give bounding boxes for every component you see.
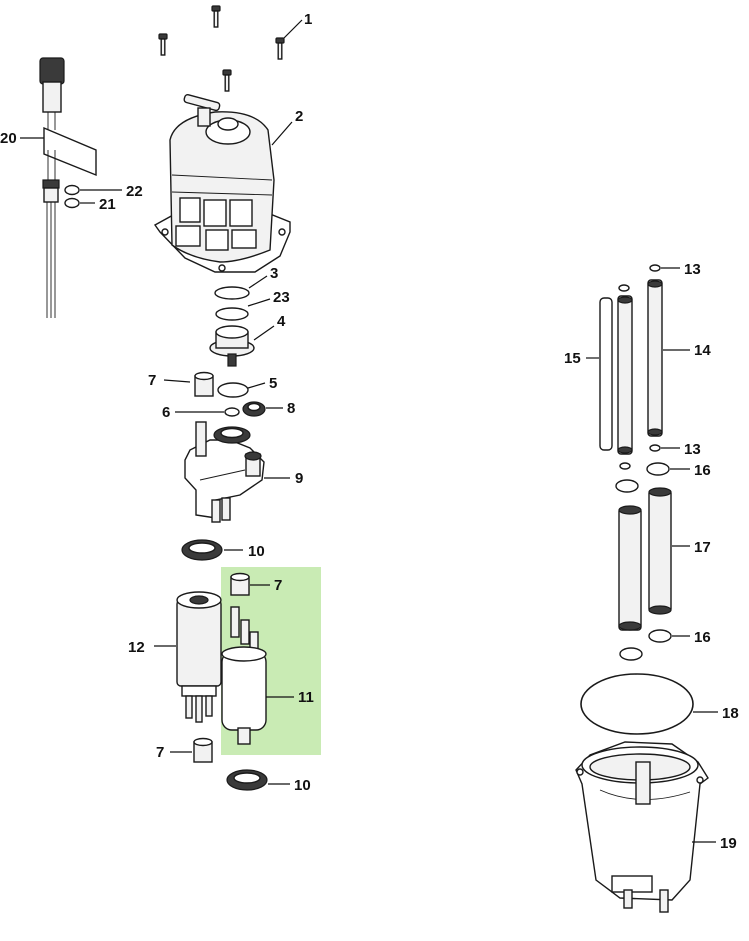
callout-13-upper: 13	[684, 261, 701, 278]
o-ring-part-22	[64, 184, 80, 196]
callout-10-upper: 10	[248, 543, 265, 560]
callout-10-lower: 10	[294, 777, 311, 794]
callout-6: 6	[162, 404, 170, 421]
o-ring-part-16-lower	[648, 629, 672, 643]
seal-part-10-lower	[226, 769, 268, 791]
callout-1: 1	[304, 11, 312, 28]
callout-11: 11	[298, 689, 314, 706]
callout-21: 21	[99, 196, 116, 213]
filter-part-17	[618, 487, 672, 631]
spacer-part-7-lower	[193, 737, 213, 763]
callout-7-upper: 7	[148, 372, 156, 389]
seal-part-10-upper	[181, 539, 223, 561]
housing-part-19	[575, 741, 709, 913]
o-ring-part-6	[224, 407, 240, 417]
callout-23: 23	[273, 289, 290, 306]
pressure-regulator-part-4	[209, 325, 255, 367]
callout-2: 2	[295, 108, 303, 125]
callout-16-upper: 16	[694, 462, 711, 479]
seal-part-8	[242, 401, 266, 417]
callout-22: 22	[126, 183, 143, 200]
callout-4: 4	[277, 313, 286, 330]
screws-part-1	[158, 5, 285, 92]
tube-part-15	[599, 297, 613, 451]
wire-harness-part-20	[39, 57, 97, 318]
o-ring-part-5	[217, 382, 249, 398]
callout-17: 17	[694, 539, 711, 556]
callout-8: 8	[287, 400, 295, 417]
spacer-part-7-middle	[230, 572, 250, 596]
o-ring-part-3	[214, 286, 250, 300]
callout-14: 14	[694, 342, 711, 359]
tube-part-14-inner	[617, 295, 633, 455]
callout-20: 20	[0, 130, 17, 147]
o-ring-part-13-small-a	[618, 284, 630, 292]
o-ring-part-13-lower	[649, 444, 661, 452]
callout-7-lower: 7	[156, 744, 164, 761]
callout-7-middle: 7	[274, 577, 282, 594]
callout-18: 18	[722, 705, 739, 722]
pump-bracket-part-9	[184, 421, 265, 523]
callout-13-lower: 13	[684, 441, 701, 458]
fuel-pump-part-11	[221, 606, 267, 745]
callout-labels: 1 2 3 23 4 7 5 6 8 9 10 7 12 11 7 10 20 …	[0, 11, 739, 852]
callout-5: 5	[269, 375, 277, 392]
callout-3: 3	[270, 265, 278, 282]
o-ring-part-13-upper	[649, 264, 661, 272]
o-ring-part-23	[215, 307, 249, 321]
gasket-part-18	[580, 673, 694, 735]
spacer-part-7-upper	[194, 371, 214, 397]
o-ring-part-13-small-b	[619, 462, 631, 470]
o-ring-part-21	[64, 197, 80, 209]
top-cover-part-2	[153, 93, 291, 273]
fuel-pump-part-12	[176, 591, 222, 723]
callout-19: 19	[720, 835, 737, 852]
o-ring-part-16-left-upper	[615, 479, 639, 493]
callout-15: 15	[564, 350, 581, 367]
o-ring-part-16-left-lower	[619, 647, 643, 661]
callout-12: 12	[128, 639, 145, 656]
callout-9: 9	[295, 470, 303, 487]
tube-part-14	[647, 279, 663, 437]
leader-lines	[20, 19, 718, 843]
o-ring-part-16-upper	[646, 462, 670, 476]
callout-16-lower: 16	[694, 629, 711, 646]
